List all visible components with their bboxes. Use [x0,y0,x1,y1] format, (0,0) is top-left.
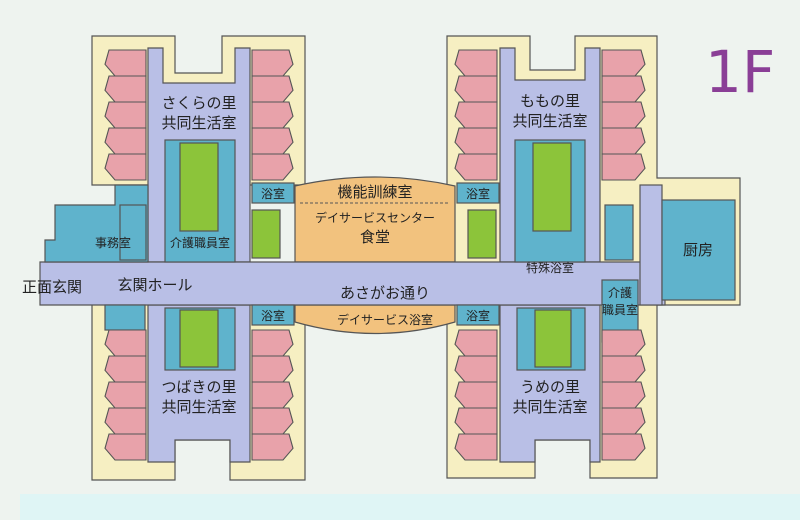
label-rehab: 機能訓練室 [337,183,412,201]
resident-room [251,355,294,383]
resident-room [251,127,294,155]
courtyards [179,142,572,368]
label-momo-1: ももの里 [520,92,580,110]
wc-left [104,304,146,331]
resident-room [601,329,646,357]
label-bath: 浴室 [261,308,285,323]
label-ume-1: うめの里 [520,378,580,396]
resident-room [454,153,498,181]
floor-label: 1F [705,38,775,106]
label-entrance-hall: 玄関ホール [117,276,192,294]
resident-room [454,381,498,409]
main-corridor [39,261,666,306]
resident-room [104,153,147,181]
resident-room [104,433,147,461]
bath-momo [456,182,500,204]
resident-room [251,407,294,435]
resident-room [104,381,147,409]
resident-room [251,381,294,409]
label-day-bath: デイサービス浴室 [337,312,433,327]
resident-room [251,433,294,461]
resident-room [104,407,147,435]
label-care-staff: 介護職員室 [170,235,230,250]
resident-room [251,49,294,77]
resident-room [104,329,147,357]
resident-room [251,75,294,103]
resident-room [251,101,294,129]
resident-room [601,101,646,129]
label-care-staff-right-2: 職員室 [602,302,638,317]
resident-room [104,75,147,103]
label-office: 事務室 [95,235,131,250]
label-bath: 浴室 [466,186,490,201]
label-special-bath: 特殊浴室 [526,260,574,275]
resident-room [454,127,498,155]
resident-room [601,433,646,461]
label-momo-2: 共同生活室 [512,112,587,130]
courtyard-bath-left [251,209,281,259]
courtyard-tsubaki [179,309,219,368]
resident-room [601,75,646,103]
label-corridor: あさがお通り [340,284,430,302]
resident-room [601,381,646,409]
resident-room [454,329,498,357]
day-bath-area [294,304,456,335]
resident-room [454,49,498,77]
resident-room [601,407,646,435]
resident-rooms [104,49,646,461]
bath-sakura [251,182,295,204]
resident-room [104,355,147,383]
resident-room [454,355,498,383]
resident-room [251,153,294,181]
resident-room [104,127,147,155]
resident-room [601,127,646,155]
resident-room [454,433,498,461]
resident-room [104,49,147,77]
label-sakura-1: さくらの里 [161,94,236,112]
label-tsubaki-2: 共同生活室 [161,398,236,416]
courtyard-ume [534,309,572,368]
resident-room [454,101,498,129]
label-kitchen: 厨房 [683,241,713,259]
kitchen-block [661,199,736,301]
resident-room [251,329,294,357]
resident-room [454,75,498,103]
label-tsubaki-1: つばきの里 [161,378,236,396]
label-day-center-1: デイサービスセンター [315,210,435,225]
resident-room [601,153,646,181]
courtyard-sakura [179,142,219,232]
label-bath: 浴室 [466,308,490,323]
resident-room [601,49,646,77]
label-bath: 浴室 [261,186,285,201]
bath-tsubaki [251,304,295,326]
bath-ume [456,304,500,326]
label-day-center-2: 食堂 [360,228,390,246]
day-service-area [294,176,456,263]
corridor-kitchen [639,184,663,306]
resident-room [454,407,498,435]
stairs-right [604,204,634,261]
resident-room [601,355,646,383]
label-care-staff-right-1: 介護 [608,285,632,300]
resident-room [104,101,147,129]
label-sakura-2: 共同生活室 [161,114,236,132]
courtyard-momo [532,142,572,232]
bottom-strip [20,494,800,520]
label-ume-2: 共同生活室 [512,398,587,416]
label-entrance: 正面玄関 [22,278,82,296]
stairs-left [119,204,147,261]
courtyard-bath-right [467,209,497,259]
